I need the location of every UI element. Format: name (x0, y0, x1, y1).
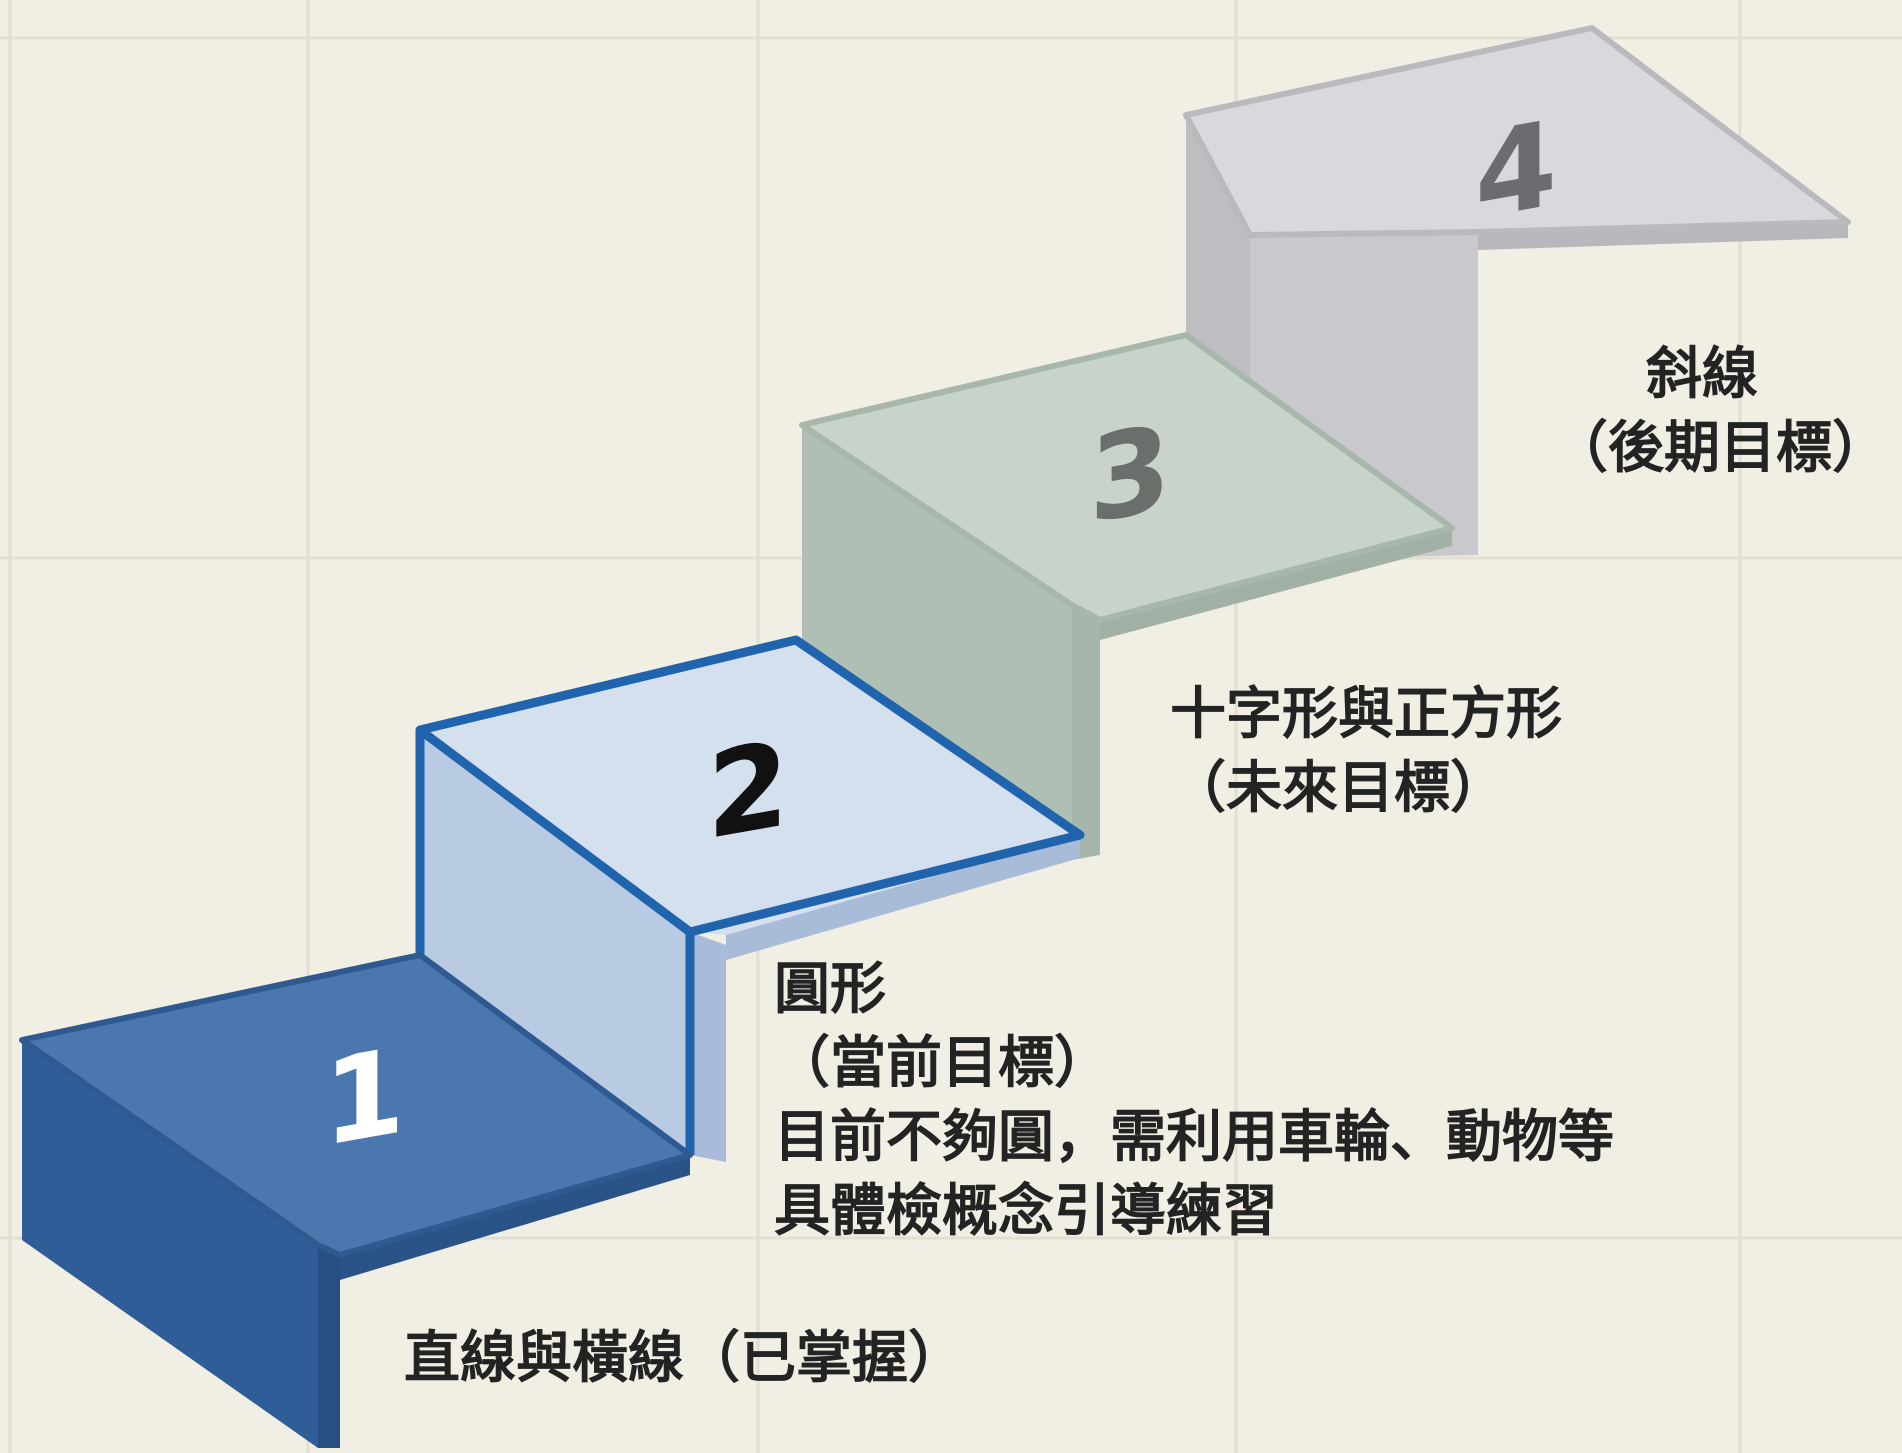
step-4-label-title: 斜線 (1646, 342, 1758, 407)
step-4-label-status: （後期目標） (1552, 416, 1888, 481)
step-3-label: 十字形與正方形 （未來目標） (1170, 678, 1562, 826)
step-4-block (1183, 25, 1851, 560)
step-4-label: 斜線 （後期目標） (1552, 338, 1888, 486)
step-2-label-note-1: 目前不夠圓，需利用車輪、動物等 (774, 1105, 1614, 1170)
step-2-block (415, 635, 1085, 1162)
step-1-number: 1 (322, 1020, 406, 1174)
step-3-block (799, 332, 1455, 860)
step-4-number: 4 (1474, 93, 1558, 247)
step-2-label-note-2: 具體檢概念引導練習 (774, 1179, 1278, 1244)
step-2-label: 圓形 （當前目標） 目前不夠圓，需利用車輪、動物等 具體檢概念引導練習 (774, 953, 1614, 1249)
step-1-block (19, 952, 693, 1448)
step-2-number: 2 (706, 713, 790, 867)
step-3-number: 3 (1088, 397, 1172, 551)
step-1-label-line: 直線與橫線（已掌握） (404, 1326, 964, 1391)
step-3-label-title: 十字形與正方形 (1170, 682, 1562, 747)
step-1-label: 直線與橫線（已掌握） (404, 1322, 964, 1396)
step-3-label-status: （未來目標） (1170, 756, 1506, 821)
step-2-label-title: 圓形 (774, 957, 886, 1022)
step-2-label-status: （當前目標） (774, 1031, 1110, 1096)
